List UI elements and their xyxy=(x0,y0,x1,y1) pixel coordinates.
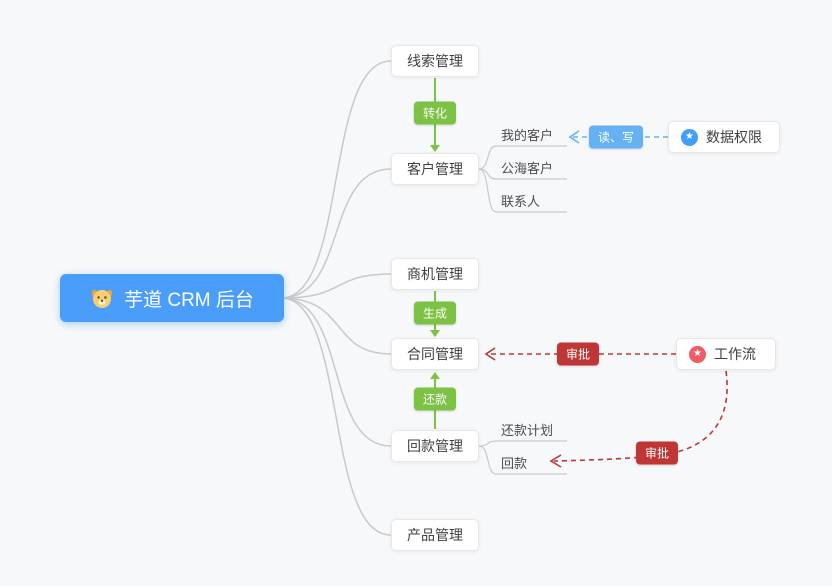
edge-badge-convert: 转化 xyxy=(413,101,457,125)
edge-badge-approve-receivable: 审批 xyxy=(635,441,679,465)
edge-badge-repay: 还款 xyxy=(413,387,457,411)
node-product-management: 产品管理 xyxy=(391,519,479,551)
leaf-payment: 回款 xyxy=(501,456,528,471)
green-flow-arrows xyxy=(430,78,440,429)
node-workflow: ★ 工作流 xyxy=(676,338,776,370)
node-label: 线索管理 xyxy=(407,53,463,69)
node-contract-management: 合同管理 xyxy=(391,338,479,370)
node-label: 合同管理 xyxy=(407,346,463,362)
node-label: 回款管理 xyxy=(407,438,463,454)
root-node-label: 芋道 CRM 后台 xyxy=(124,289,254,311)
leaf-repayment-plan: 还款计划 xyxy=(501,423,554,438)
node-customer-management: 客户管理 xyxy=(391,153,479,185)
leaf-contacts: 联系人 xyxy=(501,194,541,209)
root-branch-curves xyxy=(280,60,392,536)
node-label: 工作流 xyxy=(714,346,756,362)
node-business-opportunity-management: 商机管理 xyxy=(391,258,479,290)
node-receivable-management: 回款管理 xyxy=(391,430,479,462)
star-icon-red: ★ xyxy=(689,345,706,363)
edge-badge-read-write: 读、写 xyxy=(588,125,644,149)
dog-face-icon xyxy=(90,286,114,310)
leaf-my-customers: 我的客户 xyxy=(501,128,554,143)
node-label: 数据权限 xyxy=(706,129,762,145)
node-label: 产品管理 xyxy=(407,527,463,543)
node-label: 商机管理 xyxy=(407,266,463,282)
edge-badge-approve-contract: 审批 xyxy=(556,342,600,366)
star-icon-blue: ★ xyxy=(681,128,698,146)
node-label: 客户管理 xyxy=(407,161,463,177)
node-data-permission: ★ 数据权限 xyxy=(668,121,780,153)
edge-badge-generate: 生成 xyxy=(413,301,457,325)
node-lead-management: 线索管理 xyxy=(391,45,479,77)
leaf-public-customers: 公海客户 xyxy=(501,161,554,176)
root-node-crm-backend: 芋道 CRM 后台 xyxy=(60,274,284,322)
